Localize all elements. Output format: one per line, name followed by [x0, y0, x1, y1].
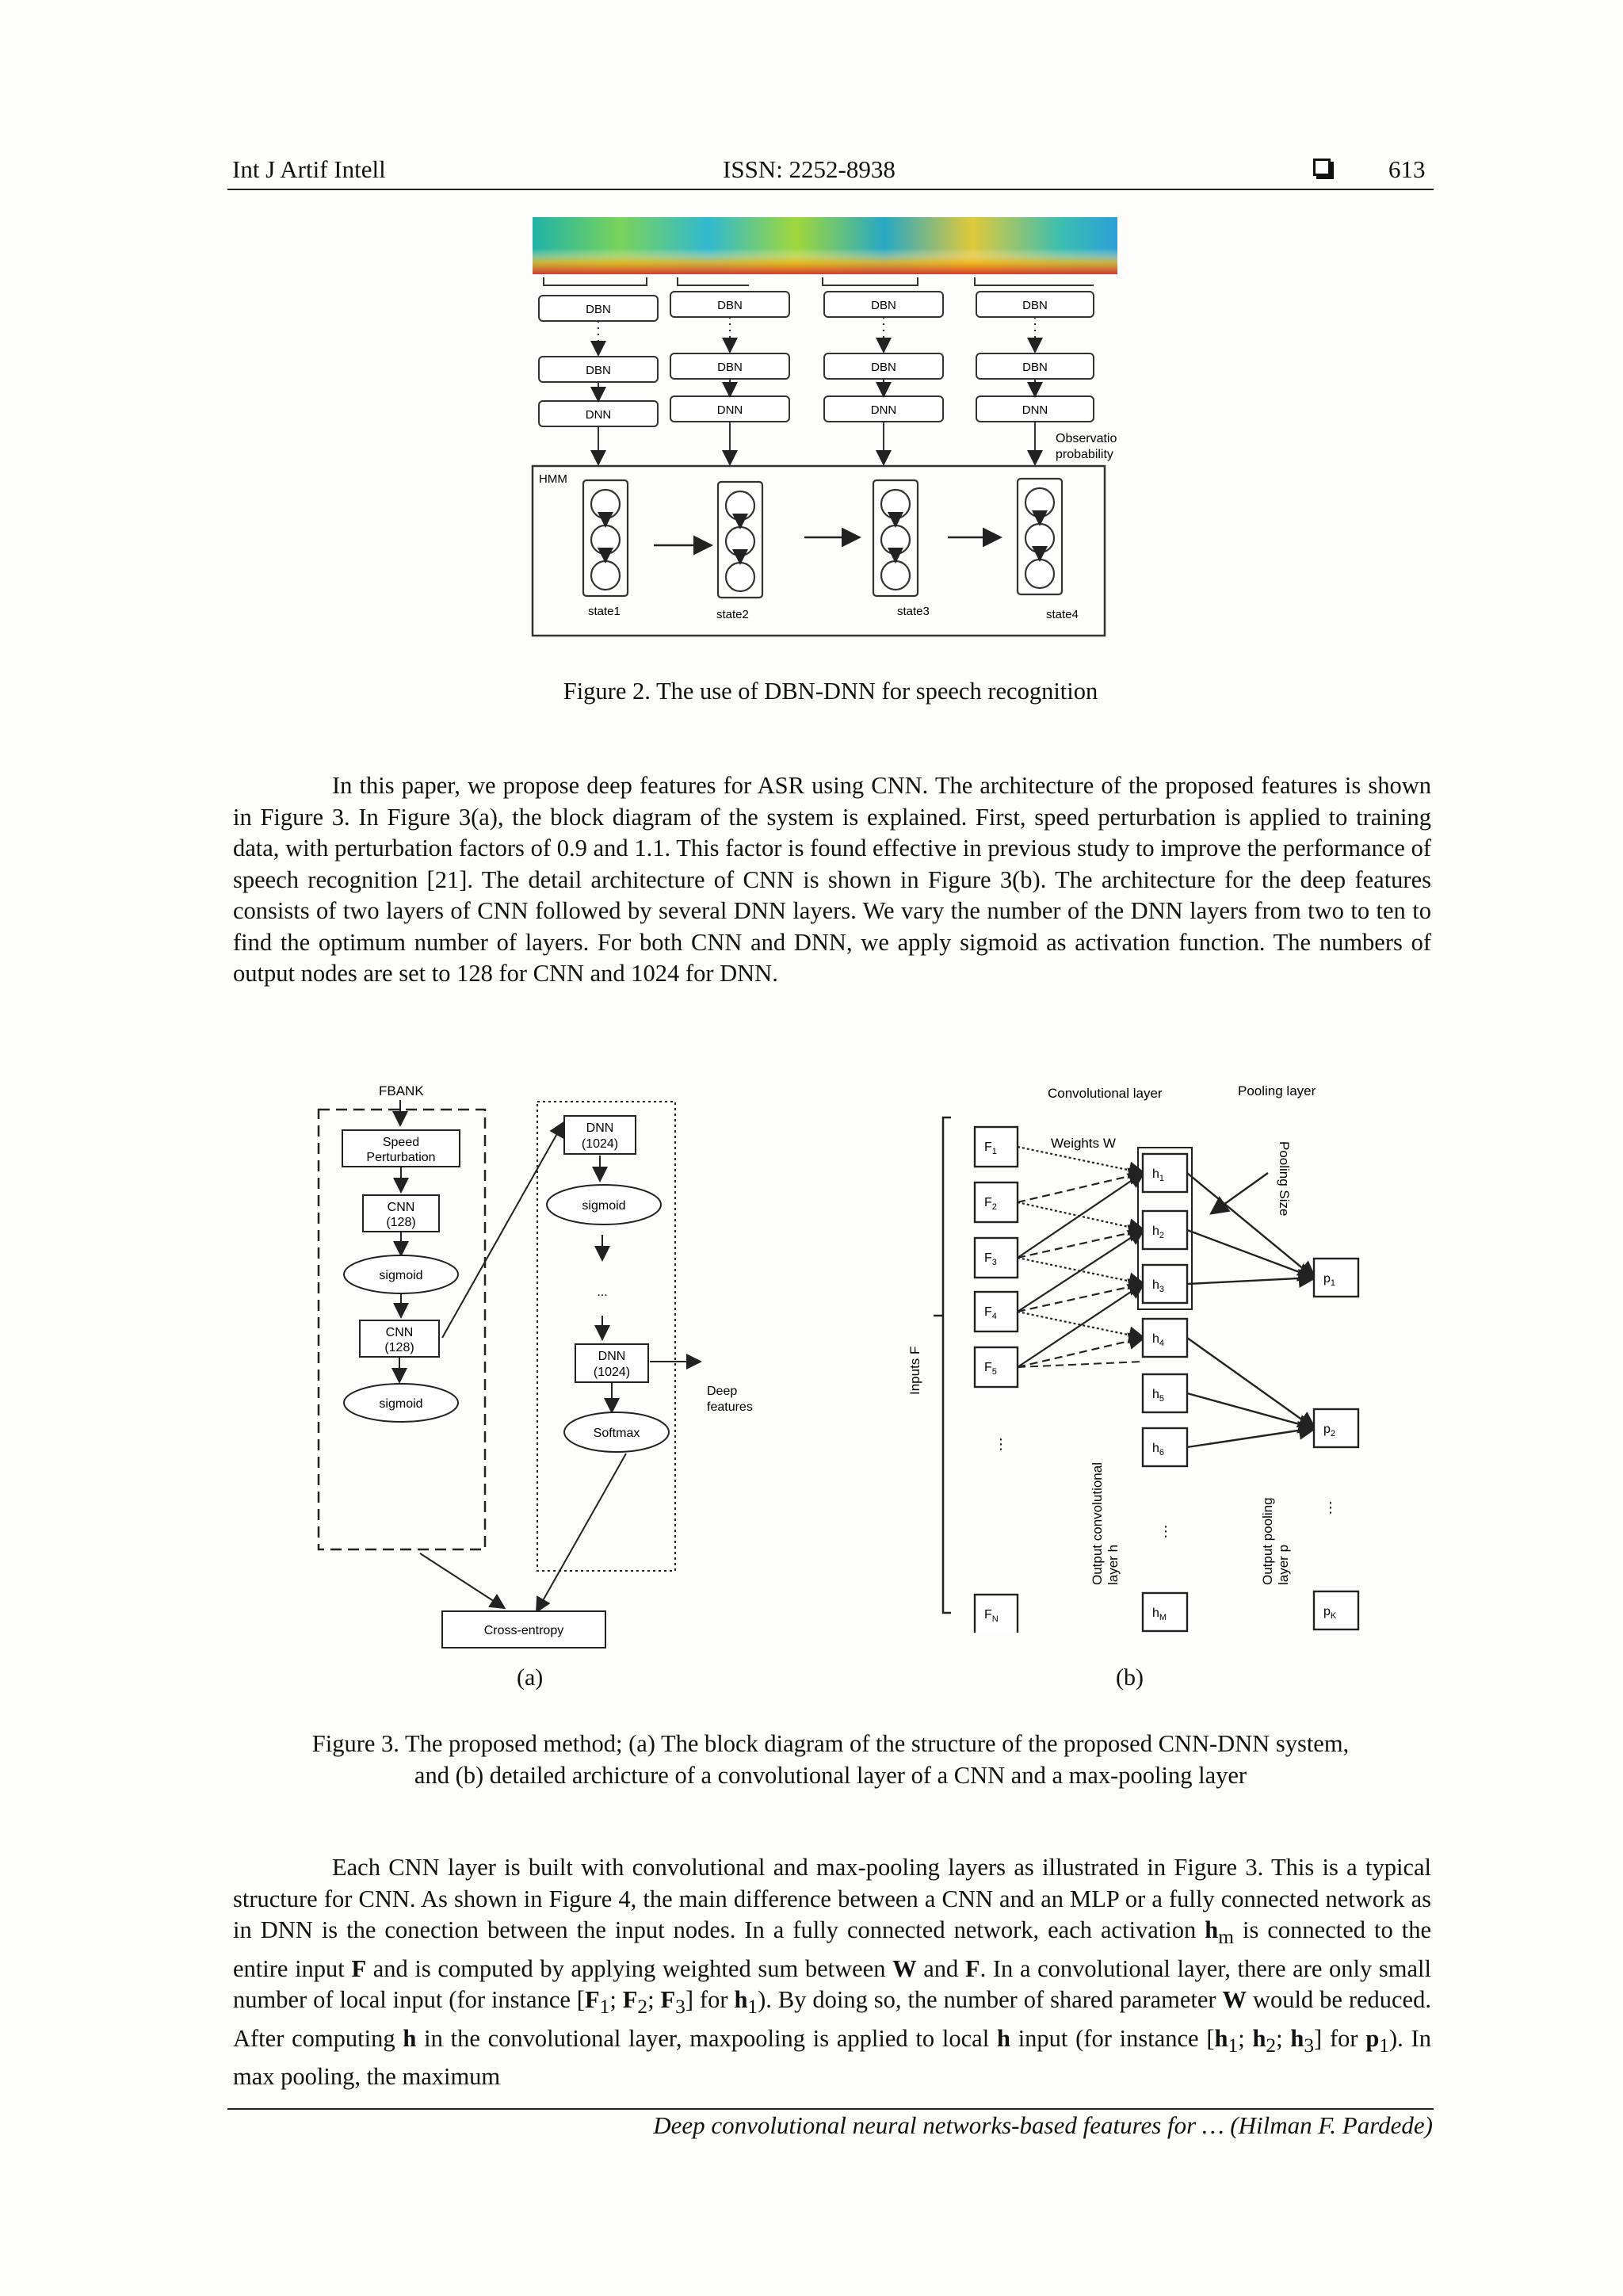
dnn-ellipsis: ...	[597, 1286, 607, 1299]
figure3-caption-1: Figure 3. The proposed method; (a) The b…	[227, 1728, 1434, 1759]
fig2-block-label: DNN	[717, 403, 743, 417]
fig2-block-label: DBN	[871, 299, 896, 312]
state2-label: state2	[716, 608, 749, 621]
perturbation-label: Perturbation	[366, 1151, 435, 1164]
figure2-diagram: DBN DBN DNN DBN DBN DNN DBN DBN DNN DBN DBN DNN HMM…	[523, 212, 1117, 640]
hmm-state-node	[726, 527, 754, 556]
figure3a-label: (a)	[517, 1664, 543, 1691]
h-ellipsis: ⋮	[1159, 1523, 1173, 1539]
deep-features-label-1: Deep	[707, 1385, 737, 1398]
hmm-state-node	[881, 525, 910, 554]
figure3b-diagram: Convolutional layer Pooling layer Weight…	[896, 1078, 1403, 1633]
hmm-state-node	[1025, 488, 1054, 517]
hmm-state-node	[881, 561, 910, 590]
pool-layer-title: Pooling layer	[1238, 1083, 1316, 1098]
h-node-7	[1143, 1593, 1187, 1631]
h-node-3	[1143, 1265, 1187, 1303]
f-ellipsis: ⋮	[994, 1436, 1008, 1452]
fig2-block-label: DBN	[717, 361, 743, 374]
sigmoid-label-2: sigmoid	[379, 1397, 422, 1411]
sigmoid-label-3: sigmoid	[582, 1199, 625, 1213]
output-pool-label-2: layer p	[1276, 1545, 1291, 1585]
state3-label: state3	[897, 605, 930, 618]
body-paragraph-2: Each CNN layer is built with convolution…	[233, 1852, 1431, 2093]
softmax-label: Softmax	[594, 1427, 640, 1440]
fig2-block-label: DBN	[1022, 299, 1048, 312]
cross-entropy-label: Cross-entropy	[484, 1624, 563, 1637]
hmm-state-node	[726, 563, 754, 591]
figure3b-label: (b)	[1116, 1664, 1144, 1691]
fig2-block-label: DBN	[1022, 361, 1048, 374]
hmm-label: HMM	[539, 472, 567, 486]
hmm-state-node	[591, 525, 620, 554]
hmm-state-node	[1025, 560, 1054, 588]
dnn-label-2: DNN	[598, 1350, 626, 1363]
fig2-block-label: DBN	[717, 299, 743, 312]
pooling-size-label: Pooling Size	[1277, 1141, 1292, 1217]
hmm-state-node	[726, 491, 754, 520]
footer-text: Deep convolutional neural networks-based…	[653, 2111, 1433, 2140]
hmm-state-node	[591, 561, 620, 590]
cnn-label-1: CNN	[388, 1201, 415, 1214]
page-number: 613	[1388, 155, 1426, 184]
figure2-caption: Figure 2. The use of DBN-DNN for speech …	[227, 675, 1434, 707]
fig2-block-label: DBN	[586, 303, 611, 316]
p-node-3	[1314, 1591, 1358, 1629]
figure3-caption-2: and (b) detailed archicture of a convolu…	[227, 1759, 1434, 1791]
h-node-2	[1143, 1211, 1187, 1249]
spectrogram	[533, 217, 1117, 274]
dnn-group-box	[537, 1102, 675, 1571]
output-pool-label-1: Output pooling	[1260, 1497, 1275, 1585]
observation-label-2: probability	[1056, 448, 1113, 461]
h-node-1	[1143, 1154, 1187, 1192]
f-node-6	[975, 1595, 1018, 1633]
cnn-label-2: CNN	[386, 1326, 414, 1339]
p-node-2	[1314, 1409, 1358, 1447]
footer-rule	[227, 2108, 1434, 2110]
conv-layer-title: Convolutional layer	[1048, 1086, 1163, 1101]
inputs-label: Inputs F	[907, 1347, 922, 1395]
h-node-4	[1143, 1319, 1187, 1357]
hmm-state-node	[591, 490, 620, 518]
fig2-block-label: DNN	[1022, 403, 1048, 417]
body-paragraph-2-text: Each CNN layer is built with convolution…	[233, 1852, 1431, 2093]
issn: ISSN: 2252-8938	[723, 155, 896, 184]
fig2-block-label: DNN	[871, 403, 897, 417]
fig2-block-label: DBN	[586, 364, 611, 377]
hmm-state-node	[1025, 524, 1054, 552]
cnn-units-2: (128)	[384, 1341, 414, 1354]
journal-name: Int J Artif Intell	[232, 155, 386, 184]
deep-features-label-2: features	[707, 1400, 753, 1414]
dnn-label-1: DNN	[586, 1121, 614, 1135]
dnn-units-1: (1024)	[582, 1137, 618, 1151]
cnn-units-1: (128)	[386, 1216, 415, 1229]
figure3a-diagram: FBANK Speed Perturbation CNN (128) sigmo…	[309, 1078, 800, 1656]
p-ellipsis: ⋮	[1323, 1499, 1338, 1515]
header-rule	[227, 189, 1434, 190]
sigmoid-label-1: sigmoid	[379, 1269, 422, 1282]
h-node-6	[1143, 1428, 1187, 1466]
p-node-1	[1314, 1259, 1358, 1297]
hmm-state-node	[881, 490, 910, 518]
state4-label: state4	[1046, 608, 1079, 621]
state1-label: state1	[588, 605, 621, 618]
observation-label-1: Observation	[1056, 432, 1117, 445]
checkbox-icon	[1313, 159, 1331, 176]
speed-label: Speed	[383, 1136, 419, 1149]
dnn-units-2: (1024)	[594, 1366, 630, 1379]
fig2-block-label: DBN	[871, 361, 896, 374]
body-paragraph-1: In this paper, we propose deep features …	[233, 770, 1431, 990]
output-conv-label-2: layer h	[1106, 1545, 1121, 1585]
weights-label: Weights W	[1051, 1136, 1116, 1151]
h-node-5	[1143, 1374, 1187, 1412]
fbank-label: FBANK	[379, 1083, 424, 1098]
output-conv-label-1: Output convolutional	[1090, 1462, 1105, 1585]
fig2-block-label: DNN	[586, 408, 612, 422]
